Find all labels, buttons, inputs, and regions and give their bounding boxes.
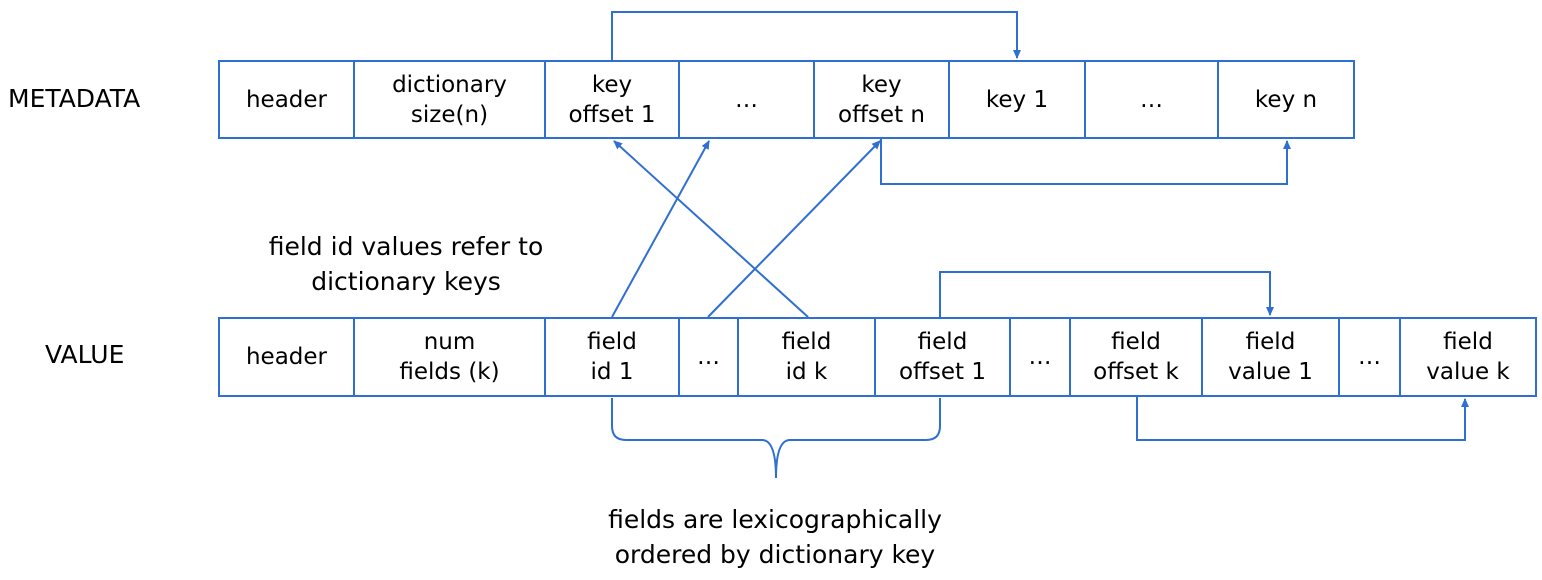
value-num-fields-cell: num fields (k) xyxy=(353,317,546,397)
value-row: header num fields (k) field id 1 … field… xyxy=(218,317,1537,397)
value-field-value-k-cell: field value k xyxy=(1399,317,1537,397)
ordering-brace xyxy=(611,398,941,479)
field-offset-k-to-field-value-k-arrow xyxy=(1136,397,1469,441)
metadata-key-offset-1-cell: key offset 1 xyxy=(544,60,680,139)
value-ellipsis-cell-2: … xyxy=(1009,317,1071,397)
value-field-id-k-cell: field id k xyxy=(737,317,876,397)
field-id-ellipsis-to-key-offset-n-arrow xyxy=(707,140,881,318)
metadata-ellipsis-cell: … xyxy=(678,60,815,139)
key-offset-1-to-key-1-arrow xyxy=(611,11,1021,60)
value-row-label: VALUE xyxy=(45,340,125,369)
value-header-cell: header xyxy=(218,317,355,397)
field-offset-1-to-field-value-1-arrow xyxy=(939,271,1274,317)
metadata-row: header dictionary size(n) key offset 1 …… xyxy=(218,60,1355,139)
value-field-value-1-cell: field value 1 xyxy=(1201,317,1340,397)
metadata-key-offset-n-cell: key offset n xyxy=(813,60,950,139)
field-id-k-to-key-offset-1-arrow xyxy=(613,140,809,318)
metadata-header-cell: header xyxy=(218,60,355,139)
field-id-note: field id values refer to dictionary keys xyxy=(268,232,544,296)
metadata-key-n-cell: key n xyxy=(1217,60,1355,139)
key-offset-n-to-key-n-arrow xyxy=(880,139,1291,185)
metadata-ellipsis-cell-2: … xyxy=(1084,60,1219,139)
metadata-dictionary-size-cell: dictionary size(n) xyxy=(353,60,546,139)
metadata-key-1-cell: key 1 xyxy=(948,60,1086,139)
value-ellipsis-cell-3: … xyxy=(1338,317,1401,397)
metadata-row-label: METADATA xyxy=(8,84,141,113)
ordering-note: fields are lexicographically ordered by … xyxy=(608,505,942,569)
field-id-1-to-metadata-arrow xyxy=(611,140,710,318)
value-field-id-1-cell: field id 1 xyxy=(544,317,680,397)
